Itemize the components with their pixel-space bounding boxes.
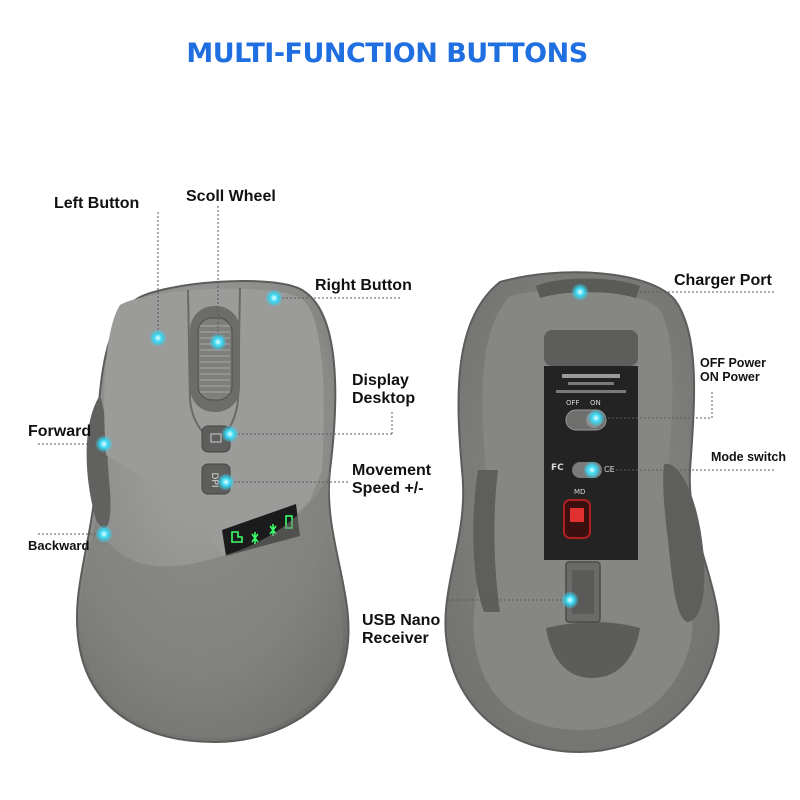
hotspot-mode-switch: [583, 461, 601, 479]
hotspot-dpi: [217, 473, 235, 491]
on-text: ON: [590, 399, 601, 407]
side-grip: [86, 395, 111, 529]
dpi-text: DPI: [209, 472, 219, 487]
label-on-power: ON Power: [700, 370, 760, 385]
label-usb-nano-receiver: USB Nano Receiver: [362, 612, 440, 649]
label-movement-line1: Movement: [352, 462, 432, 479]
md-text: MD: [574, 488, 585, 496]
mouse-bottom-view: OFF ON FC CE MD: [444, 271, 720, 754]
top-shell: [104, 288, 324, 556]
page-title: MULTI-FUNCTION BUTTONS: [186, 38, 588, 69]
scroll-wheel: [197, 317, 233, 401]
glide-pad-bottom: [546, 622, 640, 678]
hotspot-usb-receiver: [561, 591, 579, 609]
label-movement-line2: Speed +/-: [352, 480, 424, 498]
hotspots: [95, 283, 605, 609]
label-right-button: Right Button: [315, 277, 412, 294]
label-backward: Backward: [28, 538, 90, 553]
label-display-line1: Display: [352, 372, 409, 389]
glide-pad-left: [473, 470, 500, 612]
label-movement-speed: Movement Speed +/-: [352, 462, 431, 499]
hotspot-scroll-wheel: [209, 333, 227, 351]
hotspot-left-button: [149, 329, 167, 347]
led-indicator-panel: [222, 504, 300, 556]
hotspot-display-desktop: [221, 425, 239, 443]
label-scroll-wheel: Scoll Wheel: [186, 188, 276, 205]
label-mode-switch: Mode switch: [711, 450, 787, 464]
label-power: OFF Power ON Power: [700, 356, 766, 385]
label-charger-port: Charger Port: [674, 272, 772, 289]
mouse-top-view: DPI: [76, 280, 350, 744]
label-usb-line2: Receiver: [362, 630, 429, 648]
hotspot-right-button: [265, 289, 283, 307]
label-left-button: Left Button: [54, 195, 140, 212]
off-text: OFF: [566, 399, 580, 407]
hotspot-charger-port: [571, 283, 589, 301]
glide-pad-right: [663, 463, 705, 622]
hotspot-backward: [95, 525, 113, 543]
hotspot-forward: [95, 435, 113, 453]
label-forward: Forward: [28, 423, 92, 440]
hotspot-power-switch: [587, 409, 605, 427]
fc-text: FC: [551, 463, 564, 473]
callout-lines: [38, 206, 776, 601]
label-display-desktop: Display Desktop: [352, 372, 415, 409]
label-display-line2: Desktop: [352, 390, 416, 408]
label-usb-line1: USB Nano: [362, 612, 441, 629]
label-off-power: OFF Power: [700, 356, 766, 370]
